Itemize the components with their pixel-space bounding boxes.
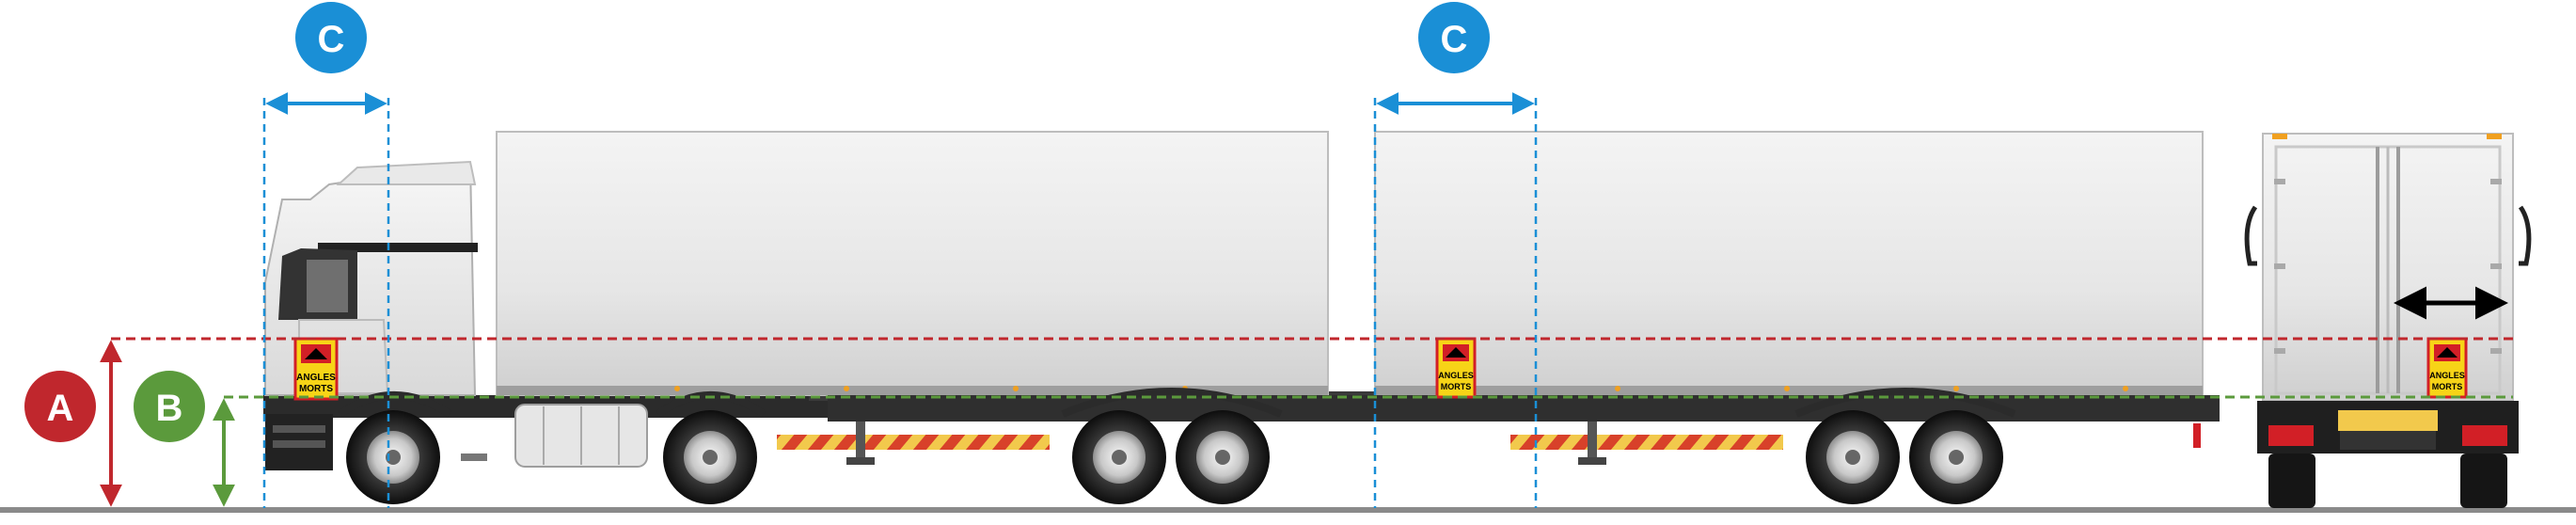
truck-rear-view bbox=[2244, 133, 2532, 508]
marker-a-label: A bbox=[47, 388, 74, 429]
rear-light-left bbox=[2268, 425, 2314, 446]
marker-b-label: B bbox=[156, 388, 183, 429]
ground-line bbox=[0, 507, 2576, 513]
marker-c-label: C bbox=[318, 19, 345, 60]
rear-cargo-box bbox=[1374, 131, 2204, 396]
marker-c-label: C bbox=[1441, 19, 1468, 60]
rear-light-right bbox=[2462, 425, 2507, 446]
front-cargo-box bbox=[496, 131, 1329, 396]
blind-spot-sign-cab: ANGLES MORTS bbox=[293, 337, 339, 401]
blind-spot-sign-rear: ANGLES MORTS bbox=[2426, 337, 2468, 399]
sign-text-line2: MORTS bbox=[299, 384, 333, 394]
sign-text-line2: MORTS bbox=[2432, 382, 2463, 391]
side-guard-front bbox=[777, 435, 1050, 450]
marker-c-badge-cab: C bbox=[295, 2, 367, 73]
marker-c-badge-trailer: C bbox=[1418, 2, 1490, 73]
sign-text-line1: ANGLES bbox=[2429, 371, 2465, 380]
dimension-c-cab bbox=[262, 92, 390, 508]
sign-text-line2: MORTS bbox=[1441, 382, 1472, 391]
marker-b-badge: B bbox=[134, 371, 205, 442]
sign-text-line1: ANGLES bbox=[296, 373, 336, 383]
truck-side-view bbox=[263, 131, 2220, 504]
sign-text-line1: ANGLES bbox=[1438, 371, 1474, 380]
blind-spot-sign-trailer: ANGLES MORTS bbox=[1435, 337, 1477, 399]
side-guard-rear bbox=[1510, 435, 1783, 450]
marker-a-badge: A bbox=[24, 371, 96, 442]
wheels-side bbox=[346, 410, 2003, 504]
dimension-c-trailer bbox=[1373, 92, 1538, 508]
